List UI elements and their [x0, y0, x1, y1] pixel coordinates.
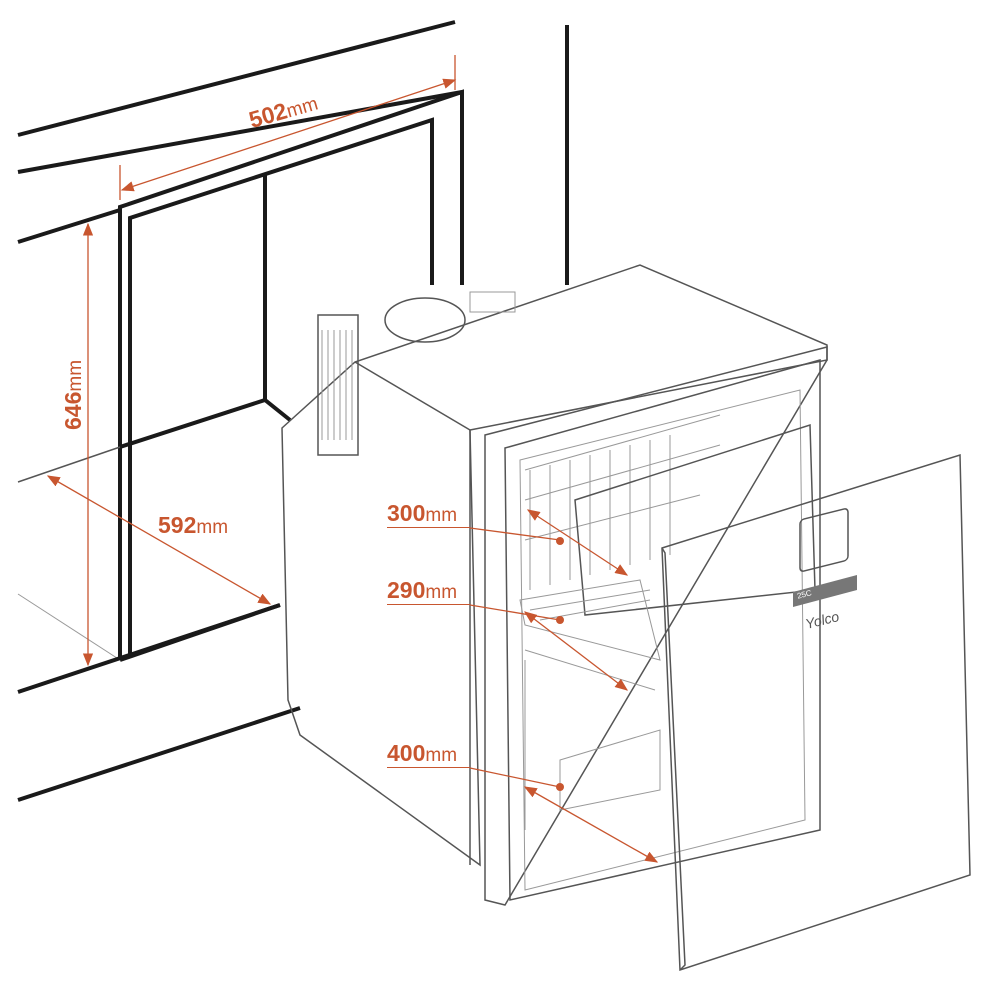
height-unit: mm [65, 359, 86, 392]
fridge-body [281, 264, 828, 906]
depth-unit: mm [196, 517, 229, 538]
shelf-upper-label: 300mm [387, 500, 457, 527]
drawer-door [661, 453, 971, 972]
depth-value: 592 [158, 512, 197, 538]
shelf-middle-unit: mm [425, 582, 458, 603]
shelf-middle-label: 290mm [387, 577, 457, 604]
depth-label: 592mm [158, 512, 228, 539]
control-panel[interactable] [793, 575, 857, 607]
height-value: 646 [60, 391, 86, 430]
drawer-lower-value: 400 [387, 740, 426, 766]
depth-dim-line [46, 475, 272, 605]
shelf-upper-value: 300 [387, 500, 426, 526]
width-dim-line [120, 78, 457, 192]
drawer-lower-label: 400mm [387, 740, 457, 767]
drawer-lower-unit: mm [425, 745, 458, 766]
height-label: 646mm [60, 360, 87, 430]
dimension-lines [46, 55, 659, 863]
shelf-middle-value: 290 [387, 577, 426, 603]
shelf-upper-unit: mm [425, 505, 458, 526]
